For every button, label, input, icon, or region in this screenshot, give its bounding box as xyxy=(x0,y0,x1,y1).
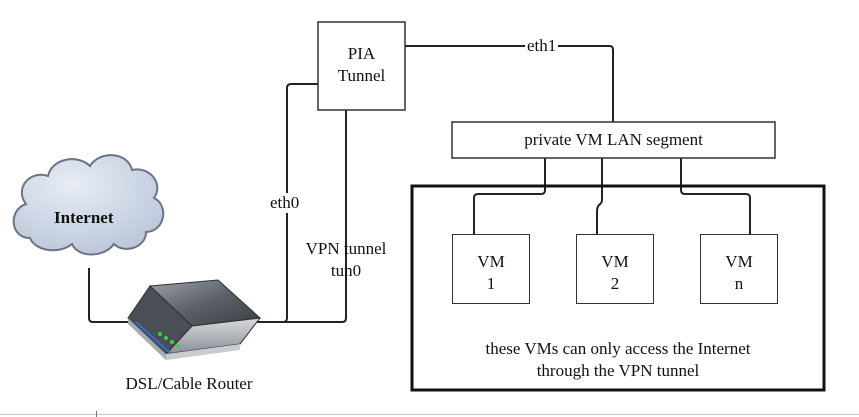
lan-segment-box xyxy=(451,121,776,159)
router-icon xyxy=(127,279,262,360)
bottom-tick xyxy=(96,411,97,417)
vm-container xyxy=(410,184,826,392)
vm-1-box: VM 1 xyxy=(452,234,530,304)
link-pia-to-lan-eth1 xyxy=(405,45,614,122)
isolation-note-line1: these VMs can only access the Internet xyxy=(485,339,751,358)
connection-lines xyxy=(88,45,751,323)
internet-label: Internet xyxy=(54,208,114,227)
vm-n-number: n xyxy=(734,274,744,293)
vm-2-number: 2 xyxy=(610,274,620,293)
eth1-label: eth1 xyxy=(525,36,559,56)
lan-segment-label: private VM LAN segment xyxy=(524,130,703,149)
isolation-note-line2: through the VPN tunnel xyxy=(536,361,700,380)
pia-tunnel-label: PIA Tunnel xyxy=(318,43,405,87)
link-router-to-internet xyxy=(88,268,130,323)
isolation-note: these VMs can only access the Internet t… xyxy=(412,338,824,382)
vpn-tunnel-text: VPN tunnel xyxy=(305,239,387,258)
vm-1-label: VM xyxy=(477,252,505,271)
eth0-label: eth0 xyxy=(269,193,301,213)
pia-tunnel-line1: PIA xyxy=(347,44,376,63)
vm-n-label: VM xyxy=(725,252,753,271)
tun0-text: tun0 xyxy=(330,261,362,280)
vm-n-box: VM n xyxy=(700,234,778,304)
router-label: DSL/Cable Router xyxy=(125,374,253,393)
vm-1-number: 1 xyxy=(486,274,496,293)
pia-tunnel-box xyxy=(317,21,406,111)
vm-2-label: VM xyxy=(601,252,629,271)
vm-2-box: VM 2 xyxy=(576,234,654,304)
cloud-icon xyxy=(12,154,165,256)
pia-tunnel-line2: Tunnel xyxy=(337,66,386,85)
link-lan-to-vm1 xyxy=(473,158,546,234)
vpn-tunnel-label: VPN tunnel tun0 xyxy=(296,238,396,282)
bottom-divider xyxy=(0,414,859,415)
link-router-to-pia-tun0 xyxy=(253,110,347,323)
link-lan-to-vmn xyxy=(680,158,751,234)
link-lan-to-vm2 xyxy=(596,158,603,234)
